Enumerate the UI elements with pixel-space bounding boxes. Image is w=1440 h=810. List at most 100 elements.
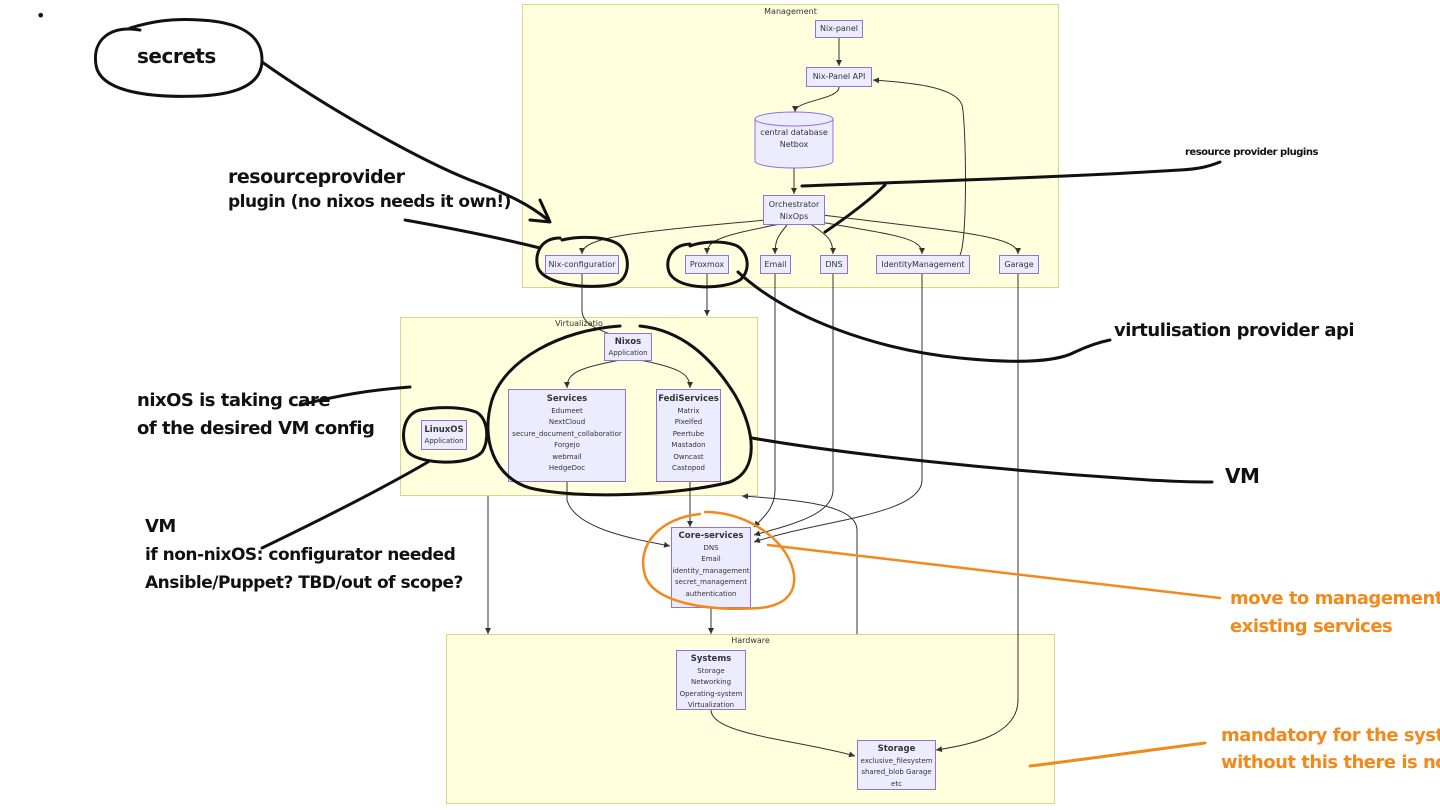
- central-database-line2: Netbox: [779, 140, 809, 149]
- systems-item: Networking: [690, 678, 732, 686]
- proxmox-label: Proxmox: [689, 260, 725, 269]
- edge-identity-to-core: [753, 274, 923, 543]
- edge-systems-to-storage: [710, 709, 856, 758]
- proxmox-node: Proxmox: [685, 255, 729, 274]
- edge-services-to-core: [566, 482, 671, 548]
- linuxos-node: LinuxOS Application: [421, 420, 467, 450]
- fediservices-title: FediServices: [658, 394, 719, 404]
- systems-item: Virtualization: [687, 701, 735, 709]
- nix-panel-node: Nix-panel: [815, 20, 863, 38]
- hardware-cluster: Hardware: [446, 634, 1055, 804]
- core-services-item: DNS: [703, 543, 719, 552]
- core-services-item: authentication: [685, 589, 737, 598]
- central-database-text: central database Netbox: [756, 127, 832, 155]
- systems-item: Storage: [697, 666, 725, 675]
- resourceprovider-arrow: [403, 218, 542, 250]
- nixos-sub: Application: [608, 349, 648, 357]
- bullet: •: [36, 6, 45, 25]
- linuxos-circle: [402, 406, 489, 464]
- services-item: NextCloud: [548, 418, 586, 426]
- fediservices-item: Peertube: [672, 429, 705, 438]
- central-database-node: [754, 111, 834, 169]
- note-mandatory-2: without this there is no V: [1221, 752, 1440, 773]
- nix-panel-label: Nix-panel: [819, 24, 859, 33]
- edge-nixconfig-to-nixos: [581, 274, 611, 335]
- linuxos-vm-line: [260, 460, 430, 550]
- note-secrets: secrets: [137, 44, 216, 68]
- services-item: webmail: [552, 452, 582, 461]
- virtualisation-line: [736, 270, 1112, 363]
- note-vm-left-3: Ansible/Puppet? TBD/out of scope?: [145, 573, 463, 593]
- secrets-arrow: [260, 60, 552, 224]
- nix-panel-api-label: Nix-Panel API: [812, 72, 866, 81]
- note-vm-left-2: if non-nixOS: configurator needed: [145, 545, 456, 565]
- linuxos-sub: Application: [424, 437, 464, 445]
- email-node: Email: [760, 255, 791, 274]
- vm-circle: [486, 324, 753, 497]
- note-resource-provider-plugins: resource provider plugins: [1185, 147, 1318, 158]
- fediservices-node: FediServices Matrix Pixelfed Peertube Ma…: [656, 389, 721, 482]
- fediservices-item: Pixelfed: [674, 418, 703, 426]
- email-label: Email: [764, 260, 787, 269]
- central-database-line1: central database: [760, 128, 828, 137]
- fediservices-item: Mastadon: [671, 441, 706, 449]
- note-vm-right: VM: [1225, 464, 1260, 488]
- mandatory-line: [1028, 741, 1207, 768]
- vm-line: [750, 436, 1214, 484]
- secrets-loop: [93, 18, 264, 98]
- identity-management-label: IdentityManagement: [881, 260, 965, 269]
- nix-panel-api-node: Nix-Panel API: [806, 67, 872, 87]
- note-move-1: move to management: [1230, 588, 1440, 609]
- services-item: Forgejo: [554, 441, 580, 449]
- note-move-2: existing services: [1230, 616, 1393, 637]
- edge-orch-to-garage: [821, 214, 1021, 255]
- services-title: Services: [546, 394, 588, 404]
- note-nixos-care-2: of the desired VM config: [137, 418, 375, 439]
- storage-item: etc: [891, 779, 902, 788]
- edge-dns-to-core: [753, 274, 834, 537]
- core-services-item: identity_management: [672, 566, 750, 575]
- note-vm-left-1: VM: [145, 516, 176, 537]
- services-item: HedgeDoc: [548, 464, 586, 472]
- edge-garage-to-storage: [935, 274, 1019, 753]
- edge-nixos-to-services: [564, 359, 621, 389]
- edge-orch-to-email: [772, 224, 788, 255]
- services-node: Services Edumeet NextCloud secure_docume…: [508, 389, 626, 482]
- garage-node: Garage: [999, 255, 1039, 274]
- dns-node: DNS: [820, 255, 848, 274]
- systems-item: Operating-system: [679, 689, 743, 698]
- nixos-node: Nixos Application: [604, 333, 652, 361]
- services-item: Edumeet: [551, 406, 583, 415]
- fediservices-item: Matrix: [677, 406, 700, 415]
- nix-configuration-node: Nix-configuratior: [545, 255, 619, 274]
- orchestrator-line1: Orchestrator: [768, 200, 820, 209]
- core-services-item: Email: [701, 555, 721, 563]
- move-to-management-line: [766, 543, 1222, 600]
- edge-nixos-to-fedi: [639, 359, 693, 389]
- nix-configuration-label: Nix-configuratior: [548, 260, 616, 269]
- note-virtualisation-api: virtulisation provider api: [1114, 320, 1355, 341]
- virtualization-label: Virtualizatio: [555, 319, 603, 328]
- identity-management-node: IdentityManagement: [876, 255, 970, 274]
- systems-title: Systems: [690, 654, 732, 664]
- resource-plugins-line: [800, 160, 1222, 188]
- systems-node: Systems Storage Networking Operating-sys…: [676, 650, 746, 710]
- proxmox-circle: [666, 240, 749, 289]
- garage-label: Garage: [1004, 260, 1034, 269]
- edge-identity-to-api: [872, 77, 966, 256]
- edge-orch-to-dns: [811, 224, 836, 255]
- core-services-circle: [642, 510, 796, 610]
- linuxos-title: LinuxOS: [424, 425, 464, 435]
- edge-orch-to-identity: [819, 221, 925, 255]
- core-services-node: Core-services DNS Email identity_managem…: [671, 527, 751, 608]
- orchestrator-line2: NixOps: [779, 212, 809, 221]
- note-nixos-care-1: nixOS is taking care: [137, 390, 331, 411]
- services-item: secure_document_collaboratior: [512, 429, 622, 438]
- edge-hardware-to-virt: [741, 493, 858, 634]
- fediservices-item: Castopod: [671, 464, 706, 472]
- storage-item: shared_blob Garage: [861, 768, 932, 776]
- edge-api-to-db: [792, 86, 840, 113]
- dns-label: DNS: [825, 260, 843, 269]
